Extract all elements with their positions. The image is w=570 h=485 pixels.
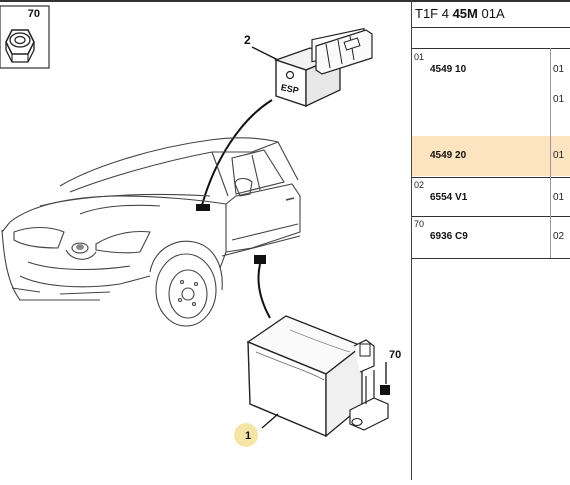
part-level: 02 [414,180,425,190]
part-reference[interactable]: 6936 C9 [430,231,468,242]
row-rule [412,177,570,178]
callout-1-badge[interactable]: 1 [234,413,279,447]
car-illustration [1,137,301,327]
part-reference[interactable]: 4549 10 [430,64,467,75]
nut-inset[interactable]: 70 [0,5,50,69]
parts-list-panel: T1F 4 45M 01A 01 4549 10 01 01 4549 20 0… [412,0,570,480]
row-rule [412,258,570,259]
panel-divider [411,0,412,480]
part-quantity: 01 [553,64,565,75]
part-row[interactable]: 01 4549 10 01 01 [412,50,570,136]
column-rule [550,48,551,258]
diagram-canvas: 70 2 ESP [0,5,401,447]
part-quantity: 02 [553,231,565,242]
callout-2: 2 [244,33,251,47]
part-quantity: 01 [553,150,565,161]
title-bold: 45M [452,6,478,21]
part-reference[interactable]: 6554 V1 [430,192,468,203]
module-location-marker [254,255,266,264]
esp-switch[interactable]: ESP [273,27,373,108]
callout-70-top: 70 [28,8,40,20]
title-suffix: 01A [477,6,505,21]
row-rule [412,27,570,28]
part-quantity-alt: 01 [553,94,565,105]
row-rule [412,48,570,49]
part-level: 70 [414,219,425,229]
module-leader-line [257,263,271,319]
switch-leader-line [201,99,273,206]
part-quantity: 01 [553,192,565,203]
nut-icon [5,29,35,63]
panel-title: T1F 4 45M 01A [415,6,505,21]
part-row[interactable]: 70 6936 C9 02 [412,217,570,257]
esp-switch-label: ESP [280,82,300,96]
top-rule [0,0,570,2]
part-reference[interactable]: 4549 20 [430,150,467,161]
part-level: 01 [414,52,425,62]
esp-module[interactable] [246,315,389,438]
switch-location-marker [196,204,210,211]
title-prefix: T1F 4 [415,6,453,21]
part-row[interactable]: 02 6554 V1 01 [412,178,570,215]
callout-1: 1 [245,430,251,442]
car-badge-icon [76,244,84,250]
part-row-highlighted[interactable]: 4549 20 01 [412,136,570,176]
parts-diagram: 70 2 ESP [0,5,401,447]
callout-70-right: 70 [389,349,401,361]
row-rule [412,216,570,217]
bolt-marker [380,385,390,395]
